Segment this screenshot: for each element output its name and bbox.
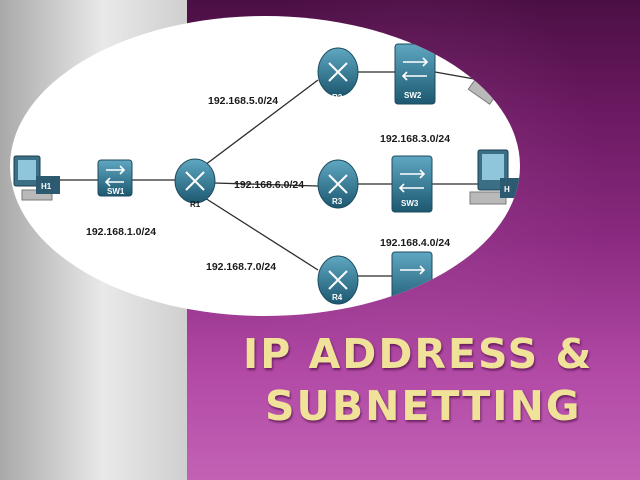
router-r2: R2 xyxy=(317,47,359,102)
title-line-2: SUBNETTING xyxy=(265,382,582,430)
screen-icon xyxy=(18,160,36,180)
white-oval-backdrop xyxy=(10,16,520,316)
host-right: H xyxy=(469,149,520,205)
host-label-box xyxy=(36,176,60,194)
switch-sw2: SW2 xyxy=(394,43,436,105)
link-r1-r3 xyxy=(213,182,319,187)
r3-label: R3 xyxy=(332,197,343,206)
network-label-192-168-5: 192.168.5.0/24 xyxy=(208,95,278,107)
link-r1-r4 xyxy=(204,197,319,271)
switch-sw3: SW3 xyxy=(391,155,433,213)
h-right-label: H xyxy=(504,185,510,194)
switch-sw1: SW1 xyxy=(97,159,133,197)
link-r1-r2 xyxy=(204,79,319,166)
host-label-box xyxy=(500,178,520,198)
network-label-192-168-6: 192.168.6.0/24 xyxy=(234,179,304,191)
switch-icon xyxy=(391,251,433,309)
title-line-1: IP ADDRESS & xyxy=(243,330,594,378)
r1-label: R1 xyxy=(190,200,201,209)
switch-icon xyxy=(391,155,433,213)
slide-title: IP ADDRESS & SUBNETTING xyxy=(243,328,623,432)
sw1-label: SW1 xyxy=(107,187,125,196)
screen-icon xyxy=(482,154,504,180)
router-r3: R3 xyxy=(317,159,359,209)
router-r1: R1 xyxy=(174,158,216,209)
h1-label: H1 xyxy=(41,182,52,191)
r4-label: R4 xyxy=(332,293,343,302)
network-label-192-168-1: 192.168.1.0/24 xyxy=(86,226,156,238)
sw3-label: SW3 xyxy=(401,199,419,208)
sw2-label: SW2 xyxy=(404,91,422,100)
network-label-192-168-3: 192.168.3.0/24 xyxy=(380,133,450,145)
host-h1: H1 xyxy=(13,155,60,201)
switch-sw4 xyxy=(391,251,433,309)
topology: H1 SW1 R1 R2 xyxy=(13,43,520,309)
network-label-192-168-4: 192.168.4.0/24 xyxy=(380,237,450,249)
r2-label: R2 xyxy=(332,93,343,102)
network-label-192-168-7: 192.168.7.0/24 xyxy=(206,261,276,273)
router-r4: R4 xyxy=(317,255,359,305)
